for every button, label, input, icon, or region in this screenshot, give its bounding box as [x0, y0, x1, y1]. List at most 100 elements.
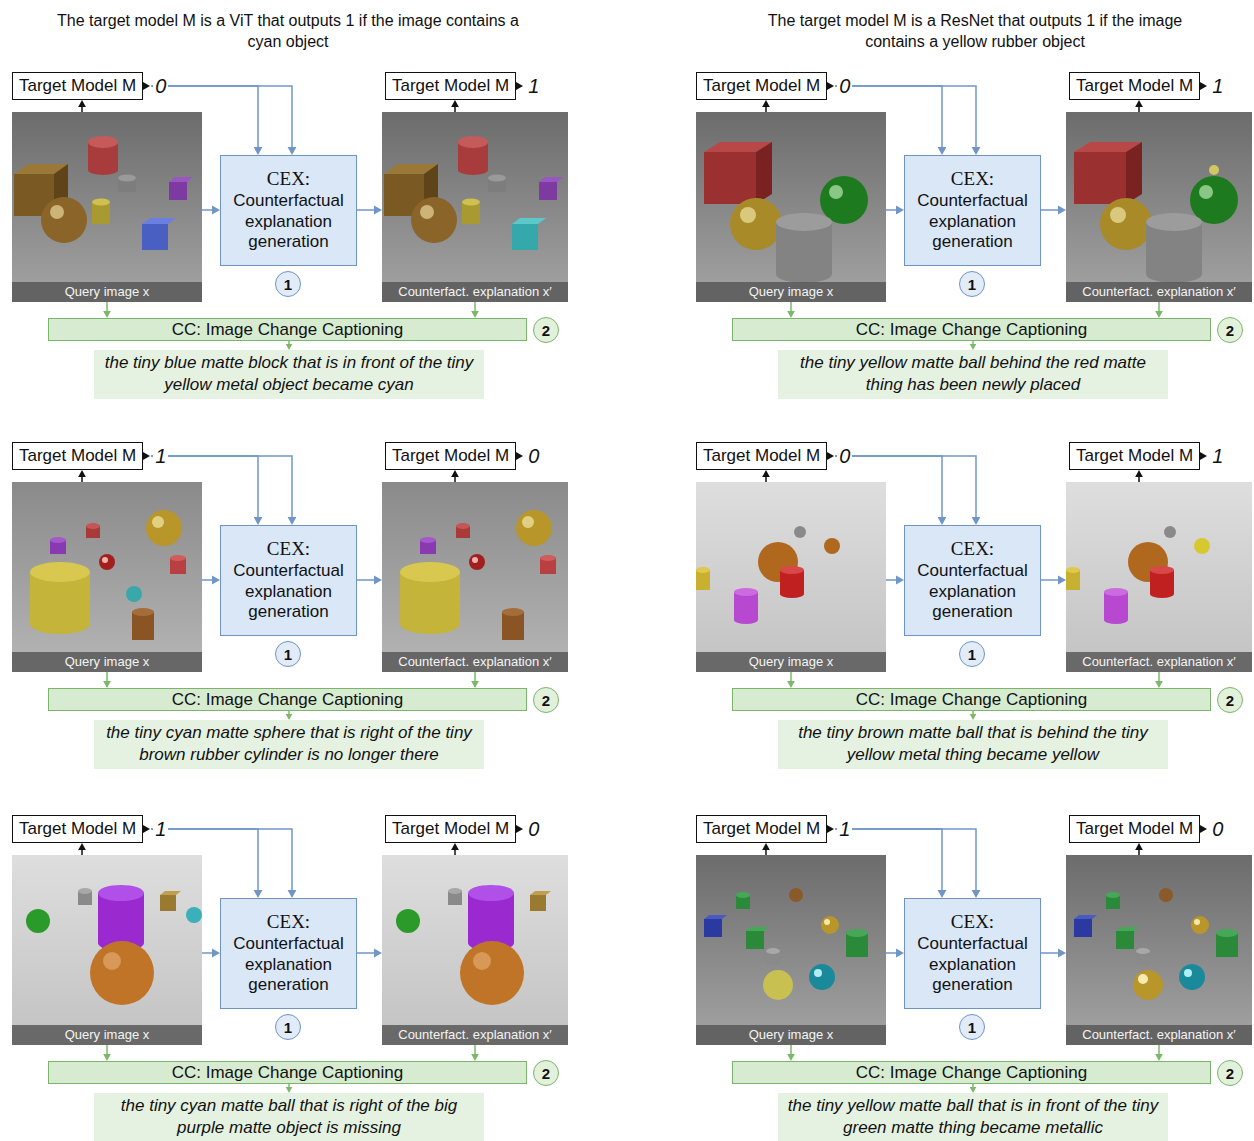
- connector: [1155, 1045, 1163, 1061]
- arrow-head: [896, 206, 904, 215]
- node-text: Counterfact. explanation x′: [1066, 652, 1252, 672]
- connector: [886, 576, 904, 585]
- model-box: Target Model M: [12, 72, 143, 100]
- connector-line: [1041, 579, 1059, 581]
- connector-line: [357, 952, 375, 954]
- arrow-head: [972, 147, 981, 155]
- arrow-head: [938, 147, 947, 155]
- column-heading: The target model M is a ResNet that outp…: [740, 10, 1210, 52]
- node-text: Counterfact. explanation x′: [382, 282, 568, 302]
- node-text: Query image x: [696, 1025, 886, 1045]
- model-output: 0: [1210, 818, 1225, 840]
- counterfactual-scene: [382, 482, 568, 672]
- node-text: 1: [284, 646, 292, 663]
- model-box: Target Model M: [385, 442, 516, 470]
- connector-line: [790, 302, 792, 312]
- connector: [151, 86, 296, 155]
- connector: [286, 341, 293, 350]
- cex-box: CEX:Counterfactual explanation generatio…: [904, 898, 1041, 1009]
- connector: [286, 711, 293, 720]
- query-scene: [696, 482, 886, 672]
- step-circle: 2: [533, 1060, 559, 1086]
- counterfactual-image: Counterfact. explanation x′: [1066, 855, 1252, 1045]
- node-text: Target Model M: [392, 73, 509, 99]
- step-circle: 2: [1217, 317, 1243, 343]
- query-image: Query image x: [12, 855, 202, 1045]
- query-scene: [696, 855, 886, 1045]
- arrow-head: [1058, 206, 1066, 215]
- query-image: Query image x: [696, 855, 886, 1045]
- connector: [471, 1045, 479, 1061]
- node-text: the tiny cyan matte sphere that is right…: [102, 722, 476, 767]
- node-text: Target Model M: [19, 73, 136, 99]
- connector-line: [474, 302, 476, 312]
- model-box: Target Model M: [12, 815, 143, 843]
- node-text: 1: [968, 646, 976, 663]
- node-text: Counterfact. explanation x′: [1066, 1025, 1252, 1045]
- counterfactual-scene: [382, 112, 568, 302]
- connector: [78, 100, 86, 112]
- node-text: Query image x: [696, 282, 886, 302]
- node-text: Target Model M: [703, 73, 820, 99]
- node-text: Counterfactual explanation generation: [909, 191, 1036, 253]
- step-circle: 1: [959, 1014, 985, 1040]
- model-output: 0: [153, 75, 168, 97]
- connector: [357, 949, 382, 958]
- connector-line: [357, 209, 375, 211]
- connector-line: [1158, 302, 1160, 312]
- arrow-head: [288, 517, 297, 525]
- connector-line: [106, 1045, 108, 1055]
- connector: [357, 576, 382, 585]
- connector-line: [202, 579, 213, 581]
- caption-box: the tiny cyan matte sphere that is right…: [94, 720, 484, 769]
- connector-line: [106, 302, 108, 312]
- node-text: Target Model M: [392, 443, 509, 469]
- connector-line: [886, 952, 897, 954]
- connector-line: [202, 952, 213, 954]
- model-output: 0: [837, 75, 852, 97]
- arrow-head: [787, 311, 795, 318]
- arrow-head: [103, 1054, 111, 1061]
- connector: [202, 576, 220, 585]
- connector-line: [474, 1045, 476, 1055]
- arrow-head: [471, 681, 479, 688]
- captioning-bar: CC: Image Change Captioning: [48, 1061, 527, 1084]
- connector: [471, 302, 479, 318]
- arrow-head: [374, 949, 382, 958]
- node-text: 1: [284, 1019, 292, 1036]
- node-text: Target Model M: [1076, 443, 1193, 469]
- node-text: the tiny blue matte block that is in fro…: [102, 352, 476, 397]
- node-text: 1: [968, 1019, 976, 1036]
- connector-line: [1158, 1045, 1160, 1055]
- counterfactual-image: Counterfact. explanation x′: [382, 855, 568, 1045]
- counterfactual-scene: [1066, 482, 1252, 672]
- connector: [451, 470, 459, 482]
- query-scene: [696, 112, 886, 302]
- node-text: Target Model M: [703, 816, 820, 842]
- connector: [762, 470, 770, 482]
- caption-box: the tiny yellow matte ball that is in fr…: [778, 1093, 1168, 1141]
- node-text: CC: Image Change Captioning: [172, 690, 404, 710]
- connector: [970, 341, 977, 350]
- connector: [1041, 206, 1066, 215]
- node-text: Counterfact. explanation x′: [382, 1025, 568, 1045]
- counterfactual-scene: [382, 855, 568, 1045]
- step-circle: 2: [1217, 687, 1243, 713]
- node-text: the tiny brown matte ball that is behind…: [786, 722, 1160, 767]
- query-image: Query image x: [12, 112, 202, 302]
- node-text: CEX:: [951, 911, 994, 934]
- arrow-head: [762, 843, 770, 850]
- model-box: Target Model M: [1069, 442, 1200, 470]
- model-output: 0: [526, 818, 541, 840]
- arrow-head: [288, 890, 297, 898]
- arrow-head: [103, 681, 111, 688]
- connector: [1041, 949, 1066, 958]
- arrow-head: [972, 890, 981, 898]
- connector-line: [1041, 209, 1059, 211]
- connector: [835, 829, 980, 898]
- arrow-head: [103, 311, 111, 318]
- connector-line: [474, 672, 476, 682]
- connector-line: [106, 672, 108, 682]
- connector: [451, 100, 459, 112]
- step-circle: 2: [1217, 1060, 1243, 1086]
